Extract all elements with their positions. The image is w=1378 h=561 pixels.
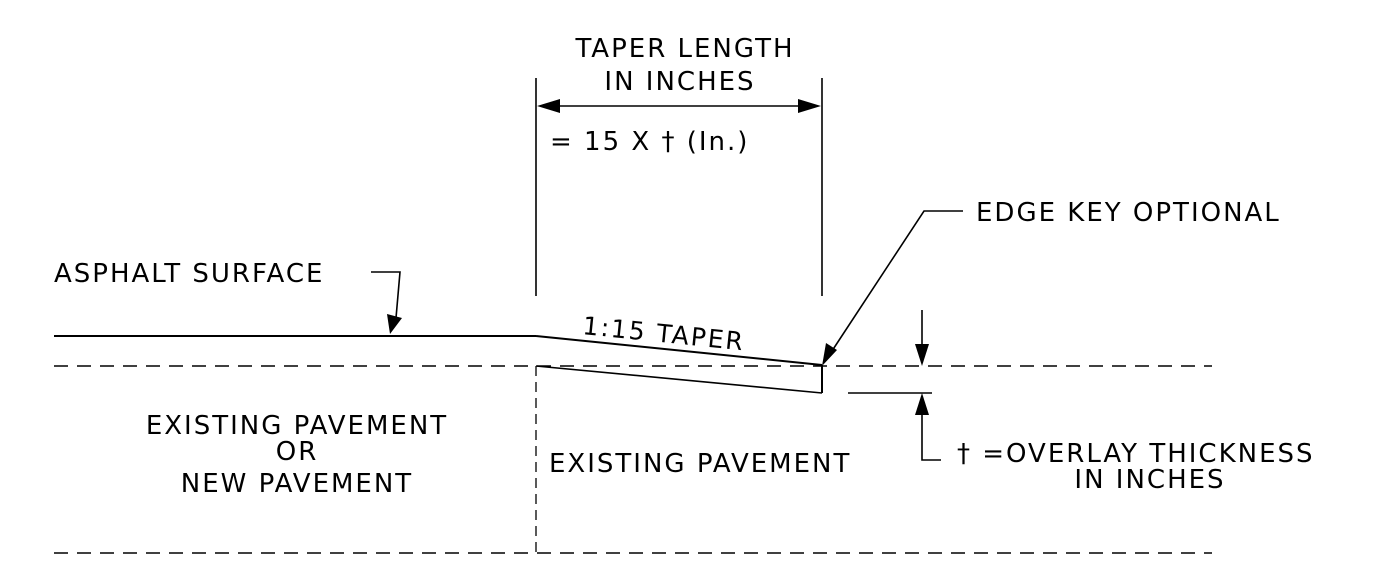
existing-or-new-label-line2: OR bbox=[276, 437, 319, 467]
overlay-thickness-label-line2: IN INCHES bbox=[1074, 465, 1225, 495]
existing-or-new-label-line1: EXISTING PAVEMENT bbox=[146, 411, 448, 441]
asphalt-surface-arrow-icon bbox=[387, 314, 402, 334]
thickness-arrow-bottom-icon bbox=[915, 393, 929, 415]
dimension-arrow-right-icon bbox=[798, 99, 821, 113]
taper-length-formula: = 15 X † (In.) bbox=[550, 127, 749, 157]
thickness-arrow-top-icon bbox=[915, 344, 929, 366]
existing-or-new-label-line3: NEW PAVEMENT bbox=[181, 469, 413, 499]
existing-pavement-label: EXISTING PAVEMENT bbox=[549, 449, 851, 479]
overlay-thickness-label-line1: † =OVERLAY THICKNESS bbox=[957, 439, 1315, 469]
thickness-leader bbox=[921, 407, 941, 461]
taper-length-label-line2: IN INCHES bbox=[604, 67, 755, 97]
asphalt-surface-label: ASPHALT SURFACE bbox=[54, 259, 324, 289]
edge-key-label: EDGE KEY OPTIONAL bbox=[976, 198, 1281, 228]
edge-key-arrow-icon bbox=[822, 343, 837, 366]
dimension-arrow-left-icon bbox=[537, 99, 560, 113]
taper-bottom-line bbox=[535, 365, 823, 394]
asphalt-surface-leader bbox=[371, 271, 401, 319]
edge-key-leader bbox=[827, 210, 963, 358]
taper-top-line bbox=[535, 335, 823, 366]
taper-length-label-line1: TAPER LENGTH bbox=[574, 34, 794, 64]
